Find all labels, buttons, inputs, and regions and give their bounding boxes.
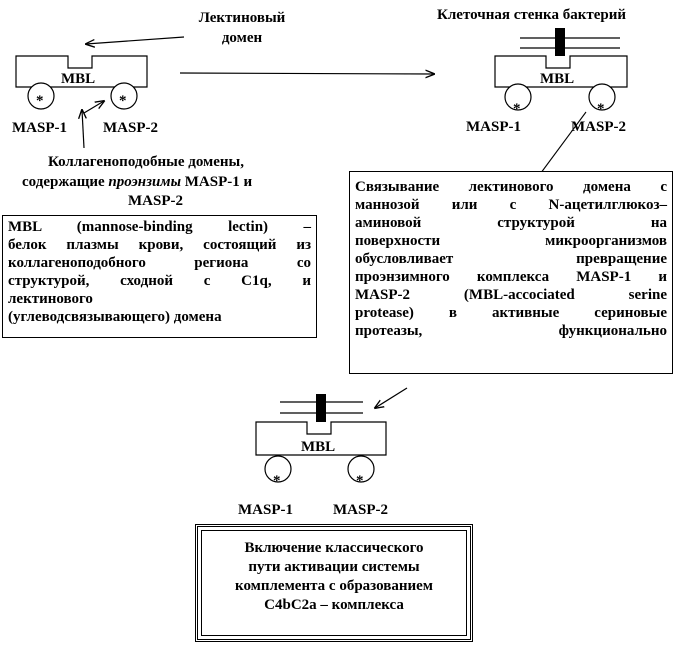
arrow-collagen-to-masp1 [82,110,84,149]
binding-line: MASP-2 (MBL-accociated serine [355,287,667,303]
definition-line: MBL (mannose-binding lectin) – [8,219,311,235]
binding-description-box: Связывание лектинового домена с маннозой… [349,171,673,374]
final-line: комплемента с образованием [235,578,433,594]
masp1-label-2: MASP-1 [466,119,521,135]
binding-line: поверхности микроорганизмов [355,233,667,249]
collagen-caption-line1: Коллагеноподобные домены, [48,154,245,170]
classical-pathway-text: Включение классического пути активации с… [206,539,462,615]
mbl-label-3: MBL [301,439,336,455]
final-line: пути активации системы [248,559,420,575]
masp2-label-3: MASP-2 [333,502,388,518]
cell-wall-label: Клеточная стенка бактерий [437,7,626,23]
binding-line: маннозой или с N-ацетилглюкоз– [355,197,667,213]
mbl-label-1: MBL [61,71,96,87]
cell-wall-1 [520,28,620,56]
star-5: * [273,473,281,489]
mbl-molecule-2 [494,55,628,111]
lectin-domain-label-line2: домен [221,30,263,46]
final-line: Включение классического [244,540,424,556]
binding-line: аминовой структурой на [355,215,667,231]
arrow-lectin-domain [86,36,185,44]
classical-pathway-box: Включение классического пути активации с… [195,524,473,642]
star-4: * [597,101,605,117]
masp2-label-1: MASP-2 [103,120,158,136]
masp1-label-1: MASP-1 [12,120,67,136]
cell-wall-2 [280,394,363,422]
collagen-caption-line2: содержащие проэнзимы MASP-1 и [22,174,253,190]
definition-line: структурой, сходной с C1q, и [8,273,311,289]
mbl-molecule-1 [15,55,148,110]
mbl-definition-box: MBL (mannose-binding lectin) – белок пла… [2,215,317,338]
binding-line: Связывание лектинового домена с [355,179,667,195]
arrow-down-to-mbl3 [375,387,408,408]
lectin-domain-label-line1: Лектиновый [198,10,286,26]
binding-line: обусловливает превращение [355,251,667,267]
classical-pathway-inner-border [201,530,467,636]
masp2-label-2: MASP-2 [571,119,626,135]
binding-line: проэнзимного комплекса MASP-1 и [355,269,667,285]
star-2: * [119,93,127,109]
arrow-collagen-to-masp2 [83,101,104,114]
binding-line: protease) в активные сериновые [355,305,667,321]
collagen-caption-line3: MASP-2 [128,193,183,209]
arrow-to-bound-mbl [179,73,434,74]
star-3: * [513,101,521,117]
definition-line: коллагеноподобного региона со [8,255,311,271]
star-1: * [36,93,44,109]
star-6: * [356,473,364,489]
definition-line: лектинового [8,291,93,307]
masp1-label-3: MASP-1 [238,502,293,518]
definition-line: (углеводсвязывающего) домена [8,309,222,325]
definition-line: белок плазмы крови, состоящий из [8,237,311,253]
mbl-molecule-3 [255,421,387,483]
binding-line: протеазы, функционально [355,323,667,339]
final-line: C4bC2a – комплекса [264,597,404,613]
mbl-label-2: MBL [540,71,575,87]
